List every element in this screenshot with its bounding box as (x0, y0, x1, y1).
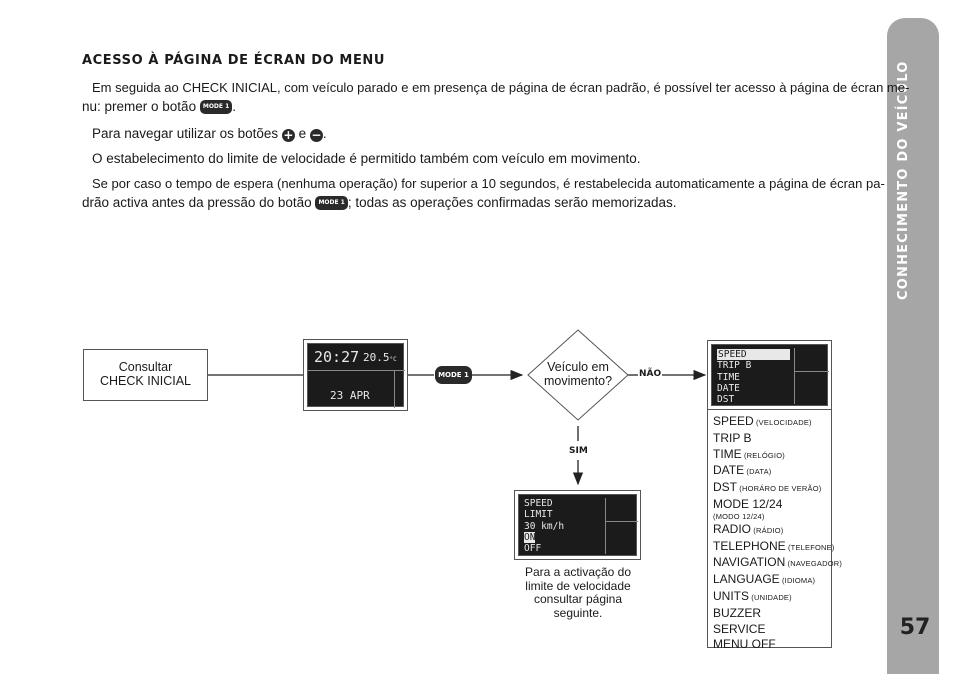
screen-temp-value: 20.5 (363, 351, 390, 364)
menu-item-name: BUZZER (713, 605, 761, 620)
menu-item-translation: (UNIDADE) (749, 592, 792, 602)
plus-button-icon: + (281, 128, 295, 142)
menu-item-translation: (HORÁRO DE VERÃO) (737, 484, 822, 494)
paragraph-1: Em seguida ao CHECK INICIAL, com veículo… (82, 78, 910, 116)
decision-text: Veículo em movimento? (528, 360, 628, 388)
menu-item-translation: (DATA) (744, 467, 772, 477)
mode-button-icon: MODE 1 (435, 366, 472, 384)
menu-item: SPEED (VELOCIDADE) (713, 414, 842, 431)
menu-item: DATE (DATA) (713, 463, 842, 480)
speed-caption-line: Para a activação do (524, 565, 632, 579)
menu-item-translation: (VELOCIDADE) (753, 418, 812, 427)
menu-item-name: NAVIGATION (713, 555, 786, 570)
menu-item-name: MODE 12/24 (713, 496, 783, 511)
menu-item: RADIO (RÁDIO) (713, 522, 842, 539)
default-screen-frame: 20:27 20.5°C 23 APR (303, 339, 408, 411)
speed-screen-line: SPEED (524, 498, 553, 509)
consult-line-2: CHECK INICIAL (100, 374, 191, 388)
menu-screen-line: TRIP B (717, 360, 752, 372)
menu-item-translation: (NAVEGADOR) (785, 559, 843, 569)
paragraph-1-line-2: nu: premer o botão (82, 99, 197, 114)
consult-line-1: Consultar (118, 360, 173, 374)
menu-item: SERVICE (713, 622, 842, 638)
no-label: NÃO (639, 369, 662, 379)
paragraph-2-and: e (298, 126, 307, 141)
menu-screen-line-selected: SPEED (717, 349, 790, 361)
menu-item-translation: (TELEFONE) (785, 542, 835, 552)
screen-time: 20:27 (314, 348, 360, 366)
yes-label: SIM (569, 446, 588, 456)
menu-item-name: TIME (713, 446, 742, 461)
minus-button-icon: − (309, 128, 323, 142)
menu-item-name: SERVICE (713, 621, 766, 636)
menu-screen-line: DATE (717, 382, 740, 394)
page-heading: ACESSO À PÁGINA DE ÉCRAN DO MENU (82, 53, 386, 68)
menu-item: DST (HORÁRO DE VERÃO) (713, 480, 842, 497)
menu-item: MENU OFF (713, 637, 842, 653)
menu-item: BUZZER (713, 606, 842, 622)
mode-button-icon: MODE 1 (199, 100, 233, 115)
speed-caption-line: limite de velocidade (525, 578, 631, 593)
paragraph-4: Se por caso o tempo de espera (nenhuma o… (82, 174, 885, 212)
screen-date: 23 APR (330, 389, 370, 402)
decision-diamond (527, 329, 629, 421)
speed-screen-line: LIMIT (524, 509, 553, 521)
menu-item: TRIP B (713, 431, 842, 447)
menu-item-name: UNITS (713, 588, 749, 603)
menu-item-name: RADIO (713, 521, 752, 536)
speed-caption-line: seguinte. (553, 605, 603, 620)
mode-button-icon: MODE 1 (315, 196, 348, 211)
paragraph-1-line-1: Em seguida ao CHECK INICIAL, com veículo… (92, 80, 910, 95)
paragraph-4-line-2: drão activa antes da pressão do botão (82, 195, 312, 210)
side-band (887, 18, 939, 674)
speed-screen-line: OFF (524, 543, 542, 555)
menu-item-name: TELEPHONE (713, 538, 786, 553)
menu-screen-line: TIME (717, 371, 740, 383)
speed-screen-line: 30 km/h (524, 520, 565, 532)
menu-item-translation: (RELÓGIO) (741, 450, 785, 460)
paragraph-2-end: . (322, 126, 327, 141)
paragraph-2: Para navegar utilizar os botões + e −. (92, 124, 327, 143)
consult-check-box: Consultar CHECK INICIAL (83, 349, 208, 401)
menu-screen-line: DST (717, 394, 735, 406)
paragraph-4-line-1: Se por caso o tempo de espera (nenhuma o… (92, 176, 885, 191)
paragraph-3: O estabelecimento do limite de velocidad… (92, 151, 641, 166)
screen-temp-unit: °C (389, 356, 397, 363)
paragraph-2-text: Para navegar utilizar os botões (92, 126, 279, 141)
decision-line-1: Veículo em (547, 360, 609, 374)
menu-item: NAVIGATION (NAVEGADOR) (713, 555, 842, 572)
menu-item-name: LANGUAGE (713, 572, 780, 587)
menu-item-name: TRIP B (713, 430, 752, 445)
menu-item-name: DATE (713, 463, 745, 478)
speed-caption-line: consultar página (533, 592, 623, 606)
menu-item-name: SPEED (713, 414, 754, 428)
menu-item-translation: (MODO 12/24) (713, 511, 765, 521)
paragraph-1-end: . (232, 99, 237, 114)
menu-item-name: MENU OFF (713, 637, 776, 652)
paragraph-4-end: ; todas as operações confirmadas serão m… (347, 195, 677, 210)
decision-line-2: movimento? (543, 374, 613, 388)
page-number: 57 (899, 615, 931, 640)
menu-item-name: DST (713, 480, 737, 495)
menu-item-translation: (RÁDIO) (751, 525, 784, 535)
menu-item: MODE 12/24 (713, 497, 842, 513)
menu-item: UNITS (UNIDADE) (713, 589, 842, 606)
menu-item: (MODO 12/24) (713, 510, 842, 522)
default-screen-lcd: 20:27 20.5°C 23 APR (307, 343, 405, 408)
menu-item: LANGUAGE (IDIOMA) (713, 572, 842, 589)
menu-item: TIME (RELÓGIO) (713, 447, 842, 464)
speed-screen-line: ON (524, 531, 536, 543)
menu-item: TELEPHONE (TELEFONE) (713, 539, 842, 556)
screen-temp: 20.5°C (363, 351, 397, 364)
menu-item-translation: (IDIOMA) (779, 576, 816, 586)
